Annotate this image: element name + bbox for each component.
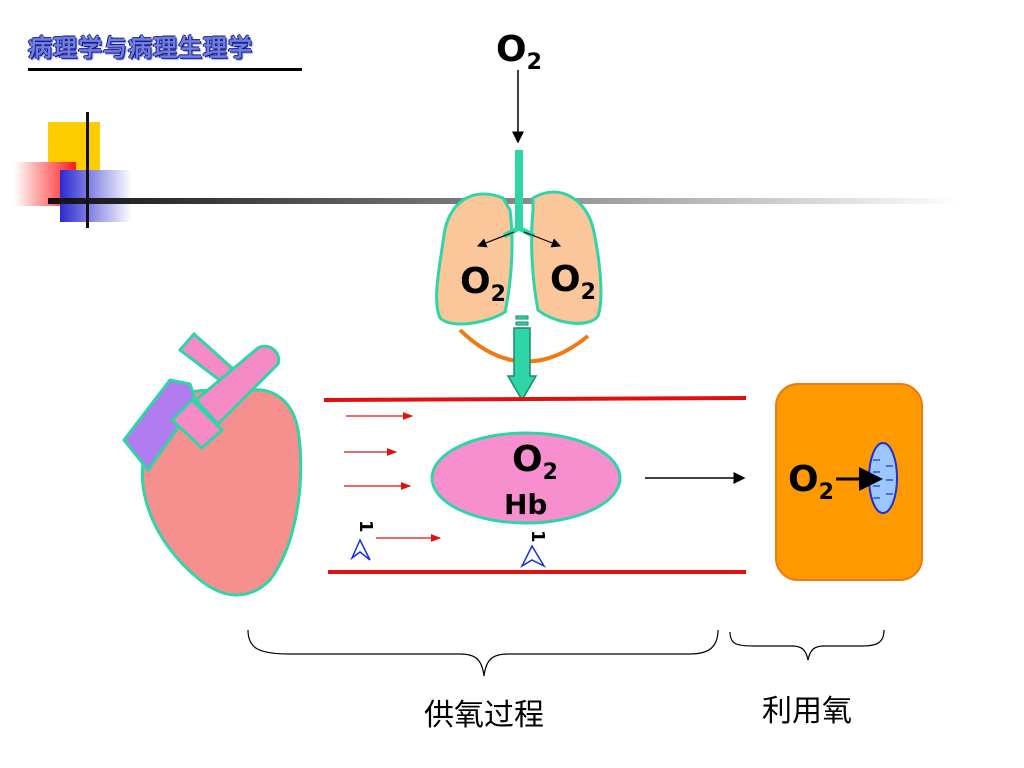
rotated-tick: 1: [527, 530, 548, 543]
slide-title: 病理学与病理生理学: [28, 34, 253, 62]
blood-flow-arrows: [344, 412, 442, 542]
pointer-icon: [520, 544, 546, 568]
left-lung: [435, 192, 514, 326]
vena-cava: [122, 378, 198, 473]
title-underline: [28, 68, 302, 71]
rotated-tick: 1: [355, 520, 376, 533]
right-lung: [530, 190, 603, 325]
aorta-root: [169, 397, 225, 451]
caption-oxygen-supply: 供氧过程: [424, 698, 544, 733]
hb-label: Hb: [504, 488, 548, 521]
heart-icon: [122, 331, 303, 597]
o2-label-left-lung: O2: [460, 261, 506, 307]
aorta-arch: [193, 344, 281, 427]
brace-supply: [247, 629, 719, 677]
bronchus-arrow-left: [476, 231, 515, 248]
caption-oxygen-use: 利用氧: [762, 694, 852, 729]
decor-blue-square: [60, 170, 132, 222]
o2-label-inhaled: O2: [496, 29, 542, 75]
o2-label-cell: O2: [788, 459, 834, 505]
decor-vertical-rule: [86, 112, 89, 228]
o2-label-right-lung: O2: [550, 259, 596, 305]
tissue-cell: [775, 383, 923, 581]
vessel-wall-top: [323, 396, 747, 402]
bronchus-arrow-right: [523, 231, 562, 248]
blue-pointer-icons: 1 1: [350, 520, 548, 568]
pointer-icon: [350, 538, 371, 561]
red-blood-cell: [430, 431, 622, 525]
lungs-icon: [435, 150, 603, 326]
brace-use: [729, 629, 885, 661]
o2-label-rbc: O2: [512, 439, 558, 485]
diffusion-arrow-icon: [506, 315, 538, 402]
trachea: [515, 150, 523, 230]
